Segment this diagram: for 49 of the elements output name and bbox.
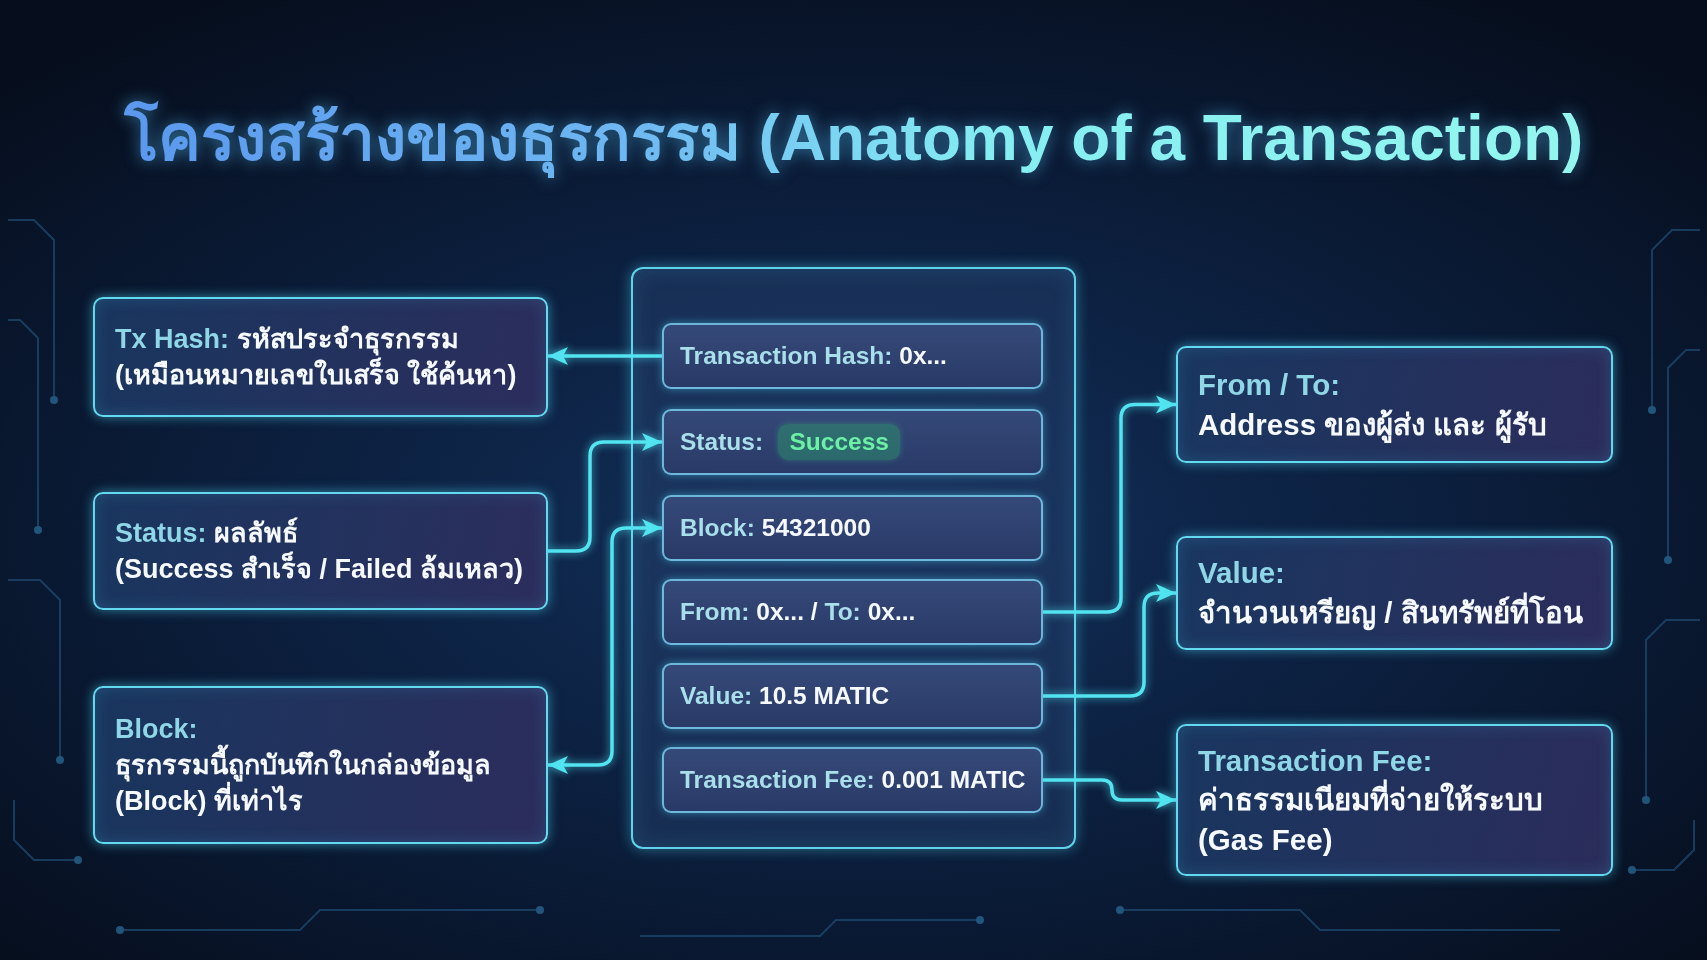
field-value: 0.001 MATIC [881,764,1026,795]
term-meaning: รหัสประจำธุรกรรม [236,322,459,357]
status-badge [778,424,900,460]
description-text: Address ของผู้ส่ง และ ผู้รับ [1198,406,1547,444]
transaction-panel [631,267,1076,849]
field-value: 10.5 MATIC [759,680,890,711]
field-value: 54321000 [761,512,871,543]
data-row [662,495,1043,561]
field-value: 0x... [867,596,916,627]
connector-arrow [1043,584,1176,698]
field-label: Status: [680,426,764,457]
field-value: 0x... [899,340,947,371]
field-value: 0x... [756,596,804,627]
term-label: Block: [115,712,198,744]
field-label: Block: [680,512,755,543]
info-card [93,297,548,417]
term-label: Status: [115,516,207,550]
term-label: Value: [1198,555,1285,592]
data-row [662,409,1043,475]
connector-arrow [1043,395,1176,614]
data-row [662,663,1043,729]
field-label: Transaction Fee: [680,764,875,795]
description-text: (Success สำเร็จ / Failed ล้มเหลว) [115,551,524,588]
term-label: Tx Hash: [115,322,230,356]
term-label: From / To: [1198,367,1340,403]
field-label: To: [824,596,861,627]
connector-arrow [548,519,662,774]
separator-text: / [810,596,818,627]
field-label: From: [680,596,750,627]
field-label: Transaction Hash: [680,340,893,371]
description-text: ธุรกรรมนี้ถูกบันทึกในกล่องข้อมูล (Block) ที่เท่าไร [115,746,526,820]
connector-arrow [548,347,662,365]
info-card [93,686,548,844]
info-card [1176,536,1613,650]
connector-arrow [1043,778,1176,809]
data-row [662,747,1043,813]
connector-arrow [548,433,662,553]
status-text: Success [789,426,889,457]
data-row [662,579,1043,645]
description-text: ค่าธรรมเนียมที่จ่ายให้ระบบ (Gas Fee) [1198,780,1591,860]
term-meaning: ผลลัพธ์ [214,516,299,550]
description-text: จำนวนเหรียญ / สินทรัพย์ที่โอน [1198,593,1583,633]
field-label: Value: [680,680,753,711]
info-card [1176,346,1613,463]
info-card [1176,724,1613,876]
data-row [662,323,1043,389]
description-text: (เหมือนหมายเลขใบเสร็จ ใช้ค้นหา) [115,357,517,394]
info-card [93,492,548,610]
term-label: Transaction Fee: [1198,742,1433,779]
